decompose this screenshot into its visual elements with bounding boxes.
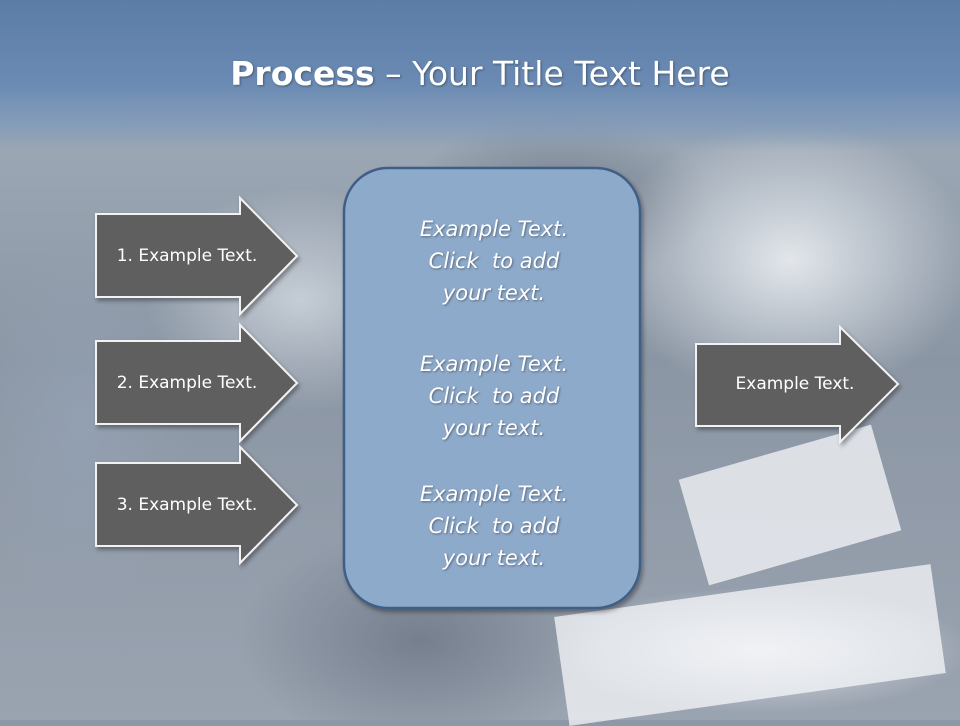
input-arrow-2[interactable] (95, 322, 299, 444)
input-arrow-1[interactable] (95, 195, 299, 317)
title-bold: Process (230, 54, 375, 93)
center-text-line: Example Text. (419, 482, 569, 506)
output-label: Example Text. (735, 374, 855, 394)
title-bar (0, 0, 960, 150)
center-text-line: your text. (442, 416, 546, 440)
title-rest: – Your Title Text Here (374, 54, 730, 93)
process-box[interactable] (342, 166, 642, 610)
page-title[interactable]: Process – Your Title Text Here (0, 52, 960, 96)
center-text-block-3: Example Text. Click to add your text. (346, 478, 642, 574)
center-text-line: Click to add (428, 384, 560, 408)
input-label-2: 2. Example Text. (116, 373, 258, 393)
center-text-line: Click to add (428, 249, 560, 273)
center-text-block-2: Example Text. Click to add your text. (346, 348, 642, 444)
center-text-line: your text. (442, 546, 546, 570)
center-text-line: your text. (442, 281, 546, 305)
input-label-3: 3. Example Text. (116, 495, 258, 515)
input-label-1: 1. Example Text. (116, 246, 258, 266)
input-arrow-3[interactable] (95, 444, 299, 566)
center-text-line: Example Text. (419, 352, 569, 376)
center-text-line: Example Text. (419, 217, 569, 241)
center-text-block-1: Example Text. Click to add your text. (346, 213, 642, 309)
output-arrow[interactable] (695, 324, 900, 445)
center-text-line: Click to add (428, 514, 560, 538)
